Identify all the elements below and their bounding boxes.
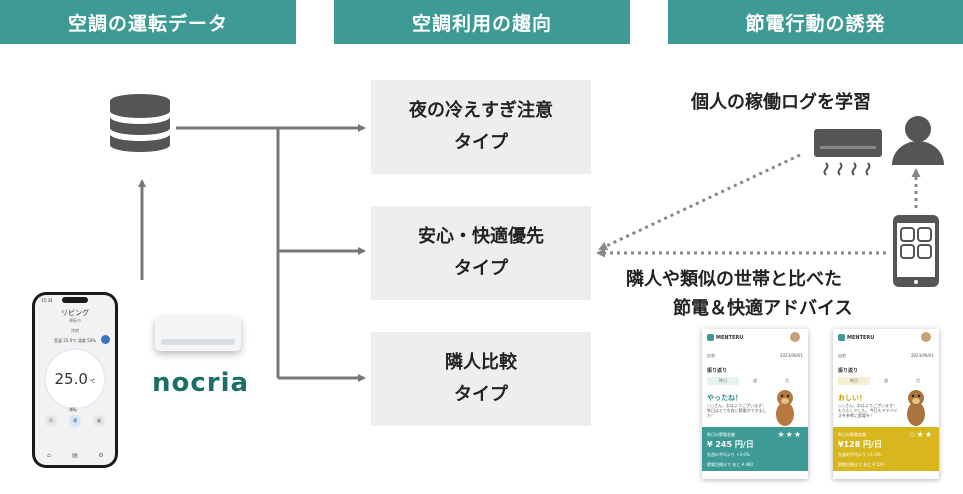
database-icon xyxy=(110,94,170,152)
app-header: MENTERU xyxy=(707,334,743,341)
date-label: 2023/09/01 xyxy=(779,353,803,358)
type-box-neighbor-compare: 隣人比較 タイプ xyxy=(371,332,591,426)
header-operation-data: 空調の運転データ xyxy=(0,0,296,44)
temperature-value: 25.0 xyxy=(54,370,88,388)
tab-week[interactable]: 週 xyxy=(753,378,757,383)
type-box-comfort-first: 安心・快適優先 タイプ xyxy=(371,206,591,300)
savings-note: 先週の平均より +1.0% xyxy=(838,452,881,457)
avatar[interactable] xyxy=(921,332,931,342)
header-behavior-induce: 節電行動の誘発 xyxy=(668,0,963,44)
smartphone-icon xyxy=(893,215,939,287)
result-message: やったね！ xyxy=(707,394,742,402)
app-header: MENTERU xyxy=(838,334,874,341)
room-info: 室温 25.0℃ 湿度 50% xyxy=(53,338,97,343)
tab-month[interactable]: 月 xyxy=(785,378,789,383)
app-name: MENTERU xyxy=(847,335,875,341)
date-label: 2023/09/01 xyxy=(910,353,934,358)
fan-button[interactable]: 風 xyxy=(93,415,105,427)
settings-tab-icon[interactable]: ⚙ xyxy=(98,452,104,459)
location-label: 自宅 xyxy=(838,353,846,358)
brand-logo: nocria xyxy=(152,368,250,398)
power-button[interactable] xyxy=(101,335,110,344)
tab-day[interactable]: 昨日 xyxy=(707,377,739,385)
tab-month[interactable]: 月 xyxy=(916,378,920,383)
type-label: 安心・快適優先 xyxy=(418,226,544,247)
temperature-dial[interactable]: 25.0 ℃ xyxy=(46,350,104,408)
avatar[interactable] xyxy=(790,332,800,342)
room-status: 運転中 xyxy=(69,318,81,323)
type-label: タイプ xyxy=(454,132,508,153)
savings-band: 昨日の節電金額 ★★★ ¥ 245 円/日 先週の平均より +3.0% 節電目標… xyxy=(702,427,808,471)
savings-amount: ¥ 245 円/日 xyxy=(707,440,754,449)
advice-label-line1: 隣人や類似の世帯と比べた xyxy=(626,269,842,290)
savings-band: 昨日の節電金額 ☆★★ ¥128 円/日 先週の平均より +1.0% 節電目標ま… xyxy=(833,427,939,471)
period-tabs: 昨日 週 月 xyxy=(838,377,934,385)
message-body: ○○さん、おはようございます！もう少しでした。今日もアドバイスを参考に節電を！ xyxy=(838,403,898,418)
otter-mascot-icon xyxy=(776,390,794,426)
room-name: リビング xyxy=(61,309,89,317)
savings-note: 先週の平均より +3.0% xyxy=(707,452,750,457)
app-card-close: MENTERU 自宅 2023/09/01 振り返り 昨日 週 月 おしい！ ○… xyxy=(833,329,939,479)
temperature-unit: ℃ xyxy=(89,379,96,385)
advice-label-line2: 節電＆快適アドバイス xyxy=(673,298,853,319)
rating-stars: ☆★★ xyxy=(908,430,933,439)
type-label: 夜の冷えすぎ注意 xyxy=(409,100,553,121)
header-usage-trend: 空調利用の趨向 xyxy=(334,0,630,44)
type-label: タイプ xyxy=(454,384,508,405)
history-tab-icon[interactable]: ▤ xyxy=(72,452,78,459)
savings-label: 昨日の節電金額 xyxy=(838,432,866,437)
mode-label: 冷房 xyxy=(71,328,79,333)
savings-footer: 節電目標まで あと ¥ 520 xyxy=(838,462,884,467)
type-box-night-cooling: 夜の冷えすぎ注意 タイプ xyxy=(371,80,591,174)
review-title: 振り返り xyxy=(838,368,859,374)
status-time: 15:34 xyxy=(41,298,53,303)
person-icon xyxy=(892,116,944,165)
savings-amount: ¥128 円/日 xyxy=(838,440,882,449)
result-message: おしい！ xyxy=(838,394,866,402)
app-logo-icon xyxy=(838,334,845,341)
otter-mascot-icon xyxy=(907,390,925,426)
learn-label: 個人の稼働ログを学習 xyxy=(691,92,871,113)
tab-week[interactable]: 週 xyxy=(884,378,888,383)
location-label: 自宅 xyxy=(707,353,715,358)
control-label: 運転 xyxy=(69,407,77,412)
mode-button[interactable]: 冷 xyxy=(45,415,57,427)
air-conditioner-icon xyxy=(814,129,882,176)
period-tabs: 昨日 週 月 xyxy=(707,377,803,385)
air-conditioner-photo xyxy=(155,317,241,351)
savings-footer: 節電目標まで あと ¥ 480 xyxy=(707,462,753,467)
app-logo-icon xyxy=(707,334,714,341)
review-title: 振り返り xyxy=(707,368,728,374)
dotted-arrow-diagonal xyxy=(598,153,801,251)
air-conditioner-vent xyxy=(161,339,235,345)
type-label: タイプ xyxy=(454,258,508,279)
home-tab-icon[interactable]: ⌂ xyxy=(47,452,51,459)
phone-notch xyxy=(62,297,88,303)
app-name: MENTERU xyxy=(716,335,744,341)
run-button[interactable]: 運 xyxy=(69,415,81,427)
phone-mockup: 15:34 リビング 運転中 冷房 室温 25.0℃ 湿度 50% 25.0 ℃… xyxy=(32,292,118,468)
app-card-good: MENTERU 自宅 2023/09/01 振り返り 昨日 週 月 やったね！ … xyxy=(702,329,808,479)
phone-screen: 15:34 リビング 運転中 冷房 室温 25.0℃ 湿度 50% 25.0 ℃… xyxy=(35,295,115,465)
type-label: 隣人比較 xyxy=(445,352,517,373)
savings-label: 昨日の節電金額 xyxy=(707,432,735,437)
tab-day[interactable]: 昨日 xyxy=(838,377,870,385)
message-body: ○○さん、おはようございます！昨日はとても良い節電ができました！ xyxy=(707,403,767,418)
rating-stars: ★★★ xyxy=(777,430,802,439)
